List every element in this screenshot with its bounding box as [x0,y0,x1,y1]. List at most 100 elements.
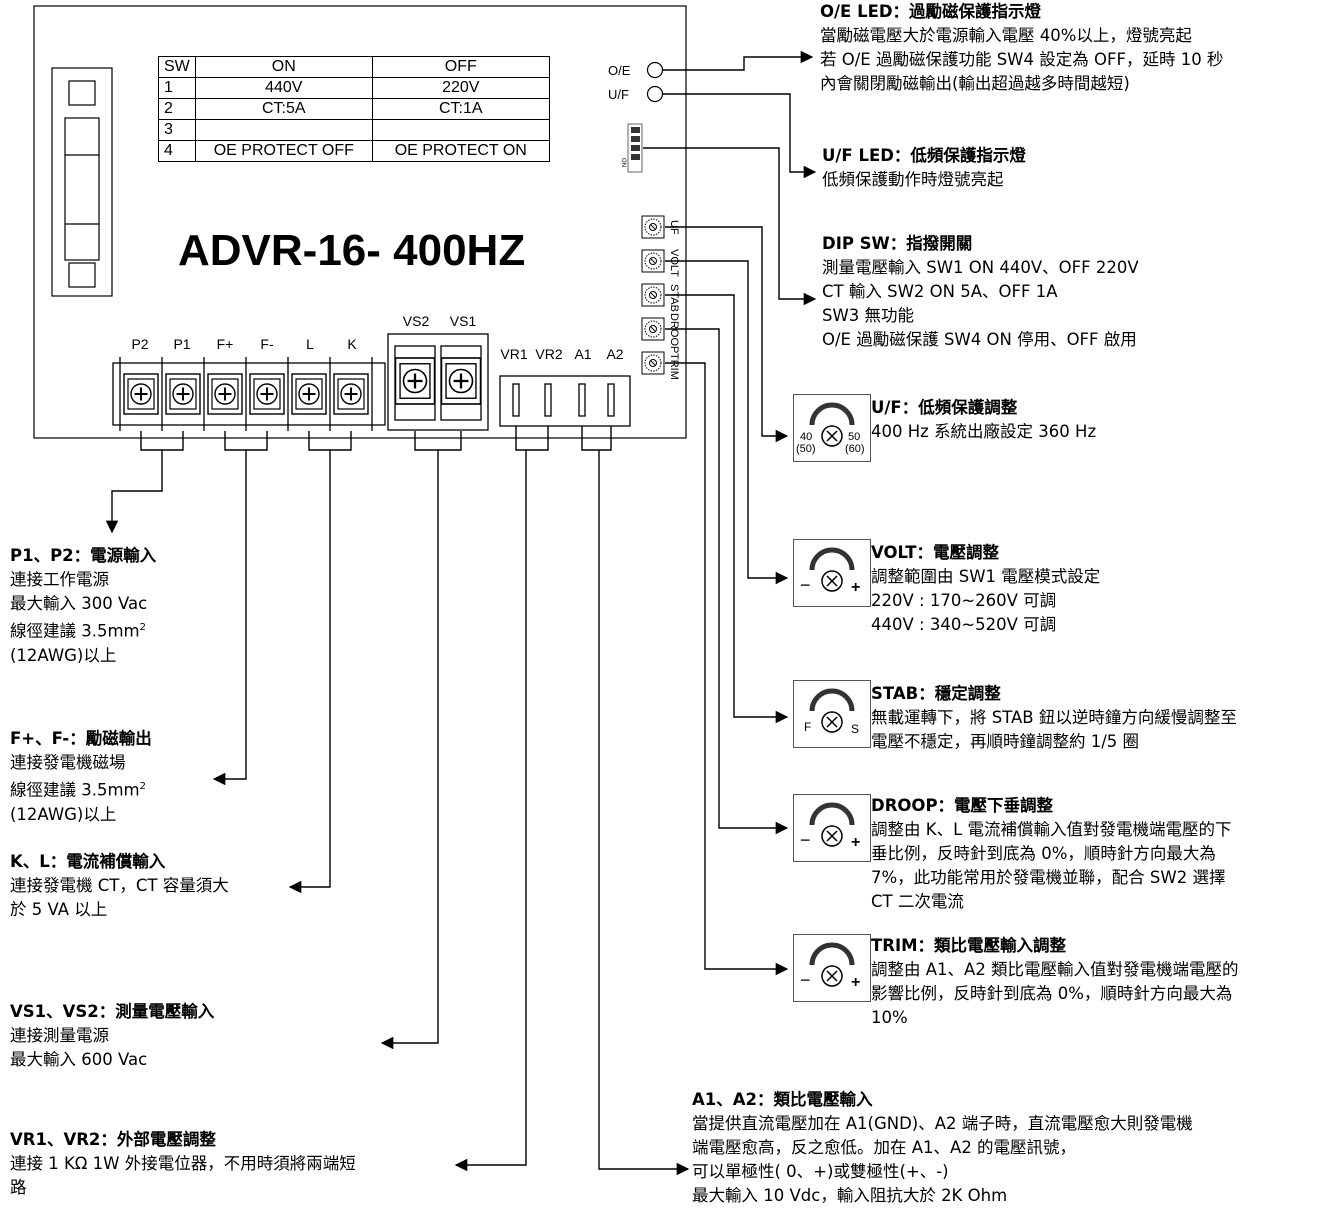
knob-plus-label: + [851,974,861,991]
volt-knob-icon: − + [793,539,871,607]
kl-description: K、L：電流補償輸入 連接發電機 CT，CT 容量須大 於 5 VA 以上 [10,850,229,922]
trimmer-label-droop: DROOP [668,313,680,354]
vs-title: VS1、VS2：測量電壓輸入 [10,1002,215,1021]
arrow-droop-trimmer [665,328,789,835]
description-line: 220V : 170~260V 可調 [871,591,1057,610]
description-line: 連接發電機 CT，CT 容量須大 [10,876,229,895]
arrow-dip-sw [643,147,817,306]
description-line: 最大輸入 300 Vac [10,594,148,613]
knob-plus-label: + [851,834,861,851]
description-line: 垂比例，反時針到底為 0%，順時針方向最大為 [871,844,1216,863]
description-line: 於 5 VA 以上 [10,900,108,919]
table-row: 4 OE PROTECT OFF OE PROTECT ON [158,140,550,162]
knob-left-top: 40 [800,431,813,443]
uf-led-label: U/F [608,87,629,102]
trimmer-label-trim: TRIM [668,353,680,380]
trimmer-droop[interactable] [641,317,665,341]
description-line: O/E 過勵磁保護 SW4 ON 停用、OFF 啟用 [822,330,1137,349]
description-line: 10% [871,1008,908,1027]
trimmer-volt[interactable] [641,249,665,273]
table-cell: 3 [158,119,196,141]
trimmer-label-uf: UF [668,220,680,235]
kl-title: K、L：電流補償輸入 [10,852,166,871]
a1a2-description: A1、A2：類比電壓輸入 當提供直流電壓加在 A1(GND)、A2 端子時，直流… [692,1088,1193,1208]
description-line: 調整範圍由 SW1 電壓模式設定 [871,567,1101,586]
description-line: 最大輸入 600 Vac [10,1050,148,1069]
wire-gauge-sup: 2 [139,622,147,633]
uf-adjust-description: U/F：低頻保護調整 400 Hz 系統出廠設定 360 Hz [871,396,1096,444]
arrow-vr [454,450,527,1172]
bracket-vs [414,431,462,451]
bracket-kl [308,431,352,451]
description-line: 可以單極性( 0、+)或雙極性(+、-) [692,1162,949,1181]
knob-f-label: F [804,720,812,734]
table-cell: OE PROTECT OFF [194,140,373,162]
wire-gauge-line: 線徑建議 3.5mm2 [10,616,156,644]
terminal-block-vs [387,333,489,431]
description-line: 連接工作電源 [10,570,109,589]
table-header-cell: ON [194,56,373,78]
dip-sw-description: DIP SW：指撥開關 測量電壓輸入 SW1 ON 440V、OFF 220V … [822,232,1139,352]
vr-description: VR1、VR2：外部電壓調整 連接 1 KΩ 1W 外接電位器，不用時須將兩端短… [10,1128,356,1200]
table-header-cell: SW [158,56,196,78]
uf-led-title: U/F LED：低頻保護指示燈 [822,146,1026,165]
trim-adjust-description: TRIM：類比電壓輸入調整 調整由 A1、A2 類比電壓輸入值對發電機端電壓的 … [871,934,1239,1030]
trimmer-uf[interactable] [641,215,665,239]
stab-adjust-description: STAB：穩定調整 無載運轉下，將 STAB 鈕以逆時鐘方向緩慢調整至 電壓不穩… [871,682,1237,754]
arrow-p1p2 [105,450,163,534]
terminal-strip-power [112,357,386,431]
arrow-volt-trimmer [665,260,789,585]
uf-adjust-title: U/F：低頻保護調整 [871,398,1018,417]
bracket-vr [515,426,549,451]
terminal-label-vr1: VR1 [500,346,528,362]
volt-adjust-description: VOLT：電壓調整 調整範圍由 SW1 電壓模式設定 220V : 170~26… [871,541,1100,637]
table-cell: 1 [158,77,196,99]
fpfm-description: F+、F-：勵磁輸出 連接發電機磁場 線徑建議 3.5mm2 (12AWG)以上 [10,727,152,827]
description-line: 連接測量電源 [10,1026,109,1045]
trimmer-trim[interactable] [641,351,665,375]
description-line: 440V : 340~520V 可調 [871,615,1057,634]
description-line: CT 輸入 SW2 ON 5A、OFF 1A [822,282,1058,301]
description-line: 最大輸入 10 Vdc，輸入阻抗大於 2K Ohm [692,1186,1008,1205]
droop-adjust-description: DROOP：電壓下垂調整 調整由 K、L 電流補償輸入值對發電機端電壓的下 垂比… [871,794,1232,914]
dip-switch [627,123,643,173]
description-line: (12AWG)以上 [10,645,117,665]
trimmer-stab[interactable] [641,283,665,307]
dip-on-label: ON [620,158,626,167]
arrow-a1a2 [598,450,690,1176]
stab-adjust-title: STAB：穩定調整 [871,684,1001,703]
terminal-label-a2: A2 [606,346,624,362]
table-cell [371,119,550,141]
stab-knob-icon: F S [793,680,871,748]
table-cell [194,119,373,141]
knob-s-label: S [851,722,860,736]
description-line: 連接發電機磁場 [10,753,126,772]
terminal-label-a1: A1 [574,346,592,362]
terminal-label-k: K [347,336,357,352]
table-header-cell: OFF [371,56,550,78]
arrow-uf-trimmer [665,226,789,443]
droop-knob-icon: − + [793,794,871,862]
wire-gauge-sup: 2 [139,781,147,792]
oe-led-label: O/E [608,63,631,78]
knob-right-top: 50 [848,431,861,443]
description-line: 測量電壓輸入 SW1 ON 440V、OFF 220V [822,258,1139,277]
description-line: 無載運轉下，將 STAB 鈕以逆時鐘方向緩慢調整至 [871,708,1237,727]
trimmer-label-stab: STAB [668,284,680,312]
terminal-label-vs1: VS1 [449,313,477,329]
knob-plus-label: + [851,579,861,596]
table-header-row: SW ON OFF [158,56,550,78]
terminal-label-fplus: F+ [216,336,234,352]
description-line: 路 [10,1178,27,1197]
description-line: 影響比例，反時針到底為 0%，順時針方向最大為 [871,984,1233,1003]
arrow-vs [380,450,439,1050]
knob-minus-label: − [800,970,811,990]
description-line: CT 二次電流 [871,892,964,911]
arrow-stab-trimmer [665,294,789,724]
arrow-kl [288,450,331,894]
a1a2-title: A1、A2：類比電壓輸入 [692,1090,873,1109]
knob-minus-label: − [800,830,811,850]
dip-switch-table: SW ON OFF 1 440V 220V 2 CT:5A CT:1A 3 4 … [158,56,550,162]
description-line: 若 O/E 過勵磁保護功能 SW4 設定為 OFF，延時 10 秒 [820,50,1224,69]
